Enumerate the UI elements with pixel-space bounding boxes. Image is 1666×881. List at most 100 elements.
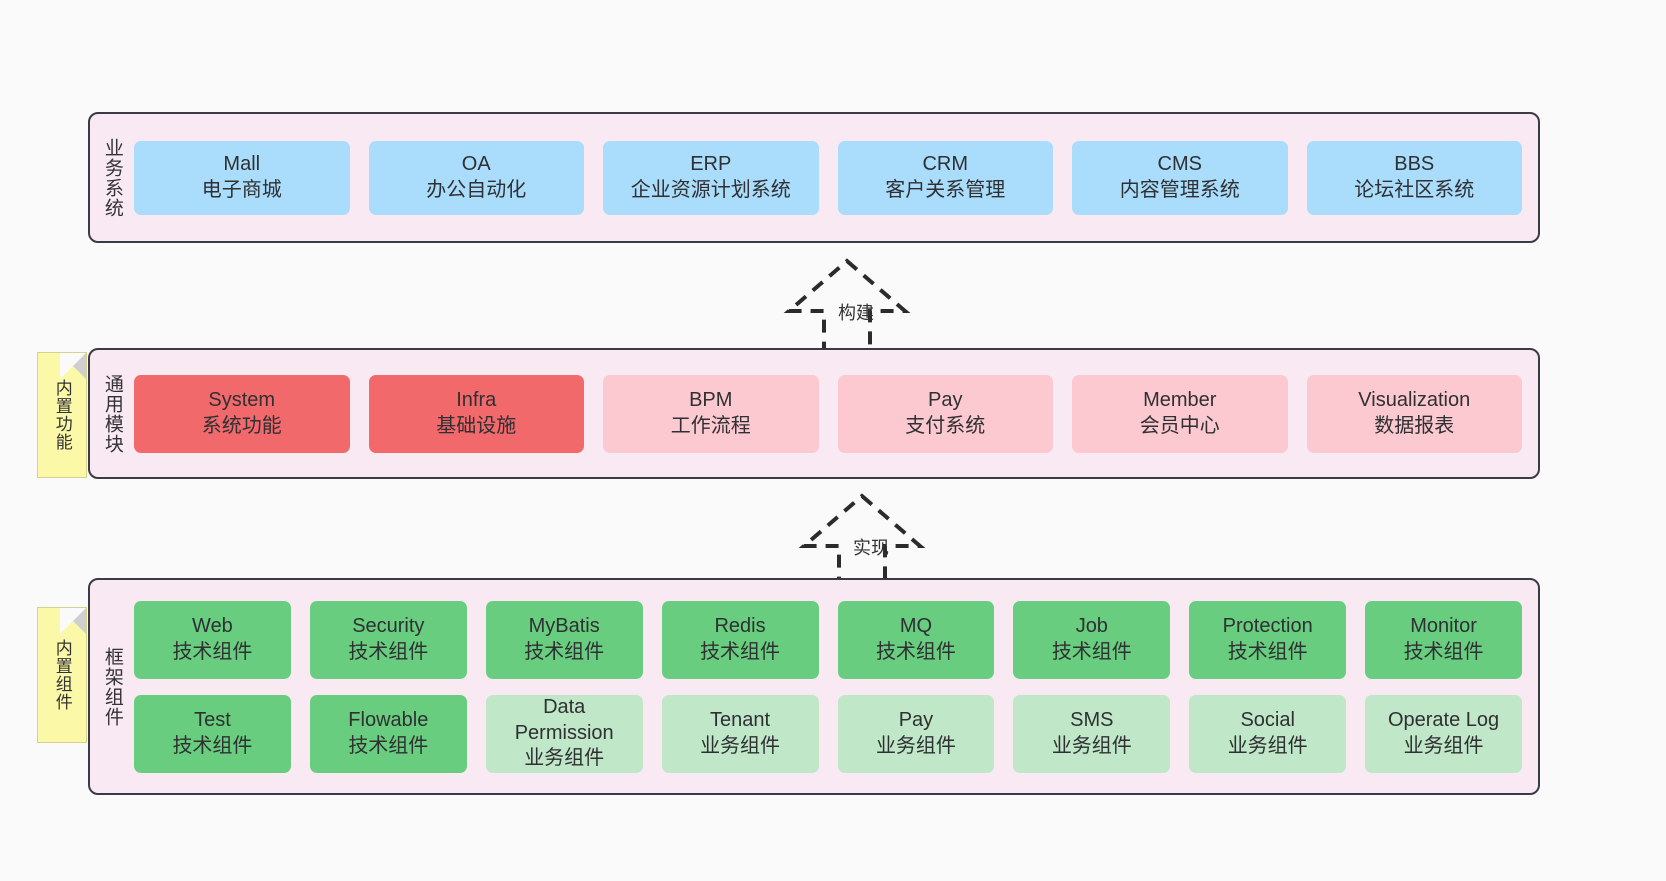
- card-row: Web 技术组件 Security 技术组件 MyBatis 技术组件 Redi…: [134, 600, 1522, 679]
- card-row: System 系统功能 Infra 基础设施 BPM 工作流程 Pay 支付系统…: [134, 374, 1522, 453]
- card-title-en: ERP: [690, 152, 732, 175]
- card-title-cn: 业务组件: [1051, 734, 1132, 757]
- layer-body-framework-components: Web 技术组件 Security 技术组件 MyBatis 技术组件 Redi…: [134, 580, 1538, 793]
- layer-body-common-modules: System 系统功能 Infra 基础设施 BPM 工作流程 Pay 支付系统…: [134, 350, 1538, 477]
- card-title-en: OA: [461, 152, 491, 175]
- card-title-en: Tenant: [710, 708, 771, 731]
- card-title-en: Member: [1143, 388, 1217, 411]
- card-title-en: Security: [352, 614, 425, 637]
- card-title-en: MQ: [899, 614, 933, 637]
- card-title-en: Flowable: [348, 708, 429, 731]
- card-member[interactable]: Member 会员中心: [1072, 374, 1288, 453]
- card-title-en: Job: [1075, 614, 1108, 637]
- layer-title-common-modules: 通用模块: [101, 373, 123, 454]
- folded-corner-cut-icon: [60, 353, 86, 379]
- card-title-cn: 办公自动化: [426, 178, 527, 201]
- layer-body-business-system: Mall 电子商城 OA 办公自动化 ERP 企业资源计划系统 CRM 客户关系…: [134, 114, 1538, 241]
- layer-common-modules: 通用模块 System 系统功能 Infra 基础设施 BPM 工作流程 Pay…: [88, 348, 1540, 479]
- card-title-cn: 企业资源计划系统: [630, 178, 791, 201]
- card-title-cn: 技术组件: [172, 640, 253, 663]
- sticky-note-builtin-component[interactable]: 内置组件: [37, 607, 87, 743]
- layer-framework-components: 框架组件 Web 技术组件 Security 技术组件 MyBatis 技术组件…: [88, 578, 1540, 795]
- card-title-en: Operate Log: [1387, 708, 1500, 731]
- card-title-en: CMS: [1157, 152, 1202, 175]
- card-monitor[interactable]: Monitor 技术组件: [1365, 600, 1522, 679]
- card-title-cn: 基础设施: [436, 414, 517, 437]
- sticky-note-builtin-feature[interactable]: 内置功能: [37, 352, 87, 478]
- card-infra[interactable]: Infra 基础设施: [368, 374, 584, 453]
- card-title-cn: 技术组件: [1227, 640, 1308, 663]
- card-title-en: CRM: [922, 152, 969, 175]
- card-title-cn: 电子商城: [201, 178, 282, 201]
- card-title-cn: 技术组件: [524, 640, 605, 663]
- card-title-en: MyBatis: [528, 614, 600, 637]
- card-title-cn: 业务组件: [1403, 734, 1484, 757]
- card-title-en: Web: [192, 614, 233, 637]
- card-pay-module[interactable]: Pay 支付系统: [837, 374, 1053, 453]
- layer-business-system: 业务系统 Mall 电子商城 OA 办公自动化 ERP 企业资源计划系统 CRM…: [88, 112, 1540, 243]
- card-title-cn: 论坛社区系统: [1354, 178, 1475, 201]
- card-erp[interactable]: ERP 企业资源计划系统: [603, 140, 819, 215]
- sticky-note-label: 内置组件: [52, 639, 72, 711]
- card-title-cn: 工作流程: [670, 414, 751, 437]
- card-row: Test 技术组件 Flowable 技术组件 Data Permission …: [134, 694, 1522, 773]
- card-web[interactable]: Web 技术组件: [134, 600, 291, 679]
- card-title-cn: 技术组件: [700, 640, 781, 663]
- card-title-cn: 支付系统: [905, 414, 986, 437]
- card-title-en: Pay: [898, 708, 934, 731]
- card-crm[interactable]: CRM 客户关系管理: [837, 140, 1053, 215]
- card-title-en: Visualization: [1358, 388, 1471, 411]
- card-redis[interactable]: Redis 技术组件: [661, 600, 819, 679]
- card-bbs[interactable]: BBS 论坛社区系统: [1306, 140, 1522, 215]
- card-title-cn: 内容管理系统: [1119, 178, 1240, 201]
- card-sms[interactable]: SMS 业务组件: [1013, 694, 1171, 773]
- card-title-en: Social: [1240, 708, 1295, 731]
- card-title-cn: 客户关系管理: [885, 178, 1006, 201]
- card-security[interactable]: Security 技术组件: [309, 600, 467, 679]
- layer-title-framework-components: 框架组件: [101, 646, 123, 727]
- card-title-cn: 业务组件: [1227, 734, 1308, 757]
- card-social[interactable]: Social 业务组件: [1189, 694, 1347, 773]
- card-title-cn: 业务组件: [875, 734, 956, 757]
- arrow-build: 构建: [757, 255, 937, 355]
- card-title-en: System: [208, 388, 276, 411]
- card-title-cn: 业务组件: [524, 747, 605, 770]
- layer-title-business-system: 业务系统: [101, 137, 123, 218]
- card-row: Mall 电子商城 OA 办公自动化 ERP 企业资源计划系统 CRM 客户关系…: [134, 140, 1522, 215]
- card-job[interactable]: Job 技术组件: [1013, 600, 1171, 679]
- card-tenant[interactable]: Tenant 业务组件: [661, 694, 819, 773]
- card-oa[interactable]: OA 办公自动化: [368, 140, 584, 215]
- card-title-en: BBS: [1394, 152, 1435, 175]
- card-title-cn: 业务组件: [700, 734, 781, 757]
- card-flowable[interactable]: Flowable 技术组件: [309, 694, 467, 773]
- card-title-en: Protection: [1222, 614, 1313, 637]
- card-title-en: Mall: [223, 152, 261, 175]
- card-title-cn: 技术组件: [348, 734, 429, 757]
- card-operate-log[interactable]: Operate Log 业务组件: [1365, 694, 1522, 773]
- card-title-cn: 会员中心: [1139, 414, 1220, 437]
- card-cms[interactable]: CMS 内容管理系统: [1072, 140, 1288, 215]
- card-pay-component[interactable]: Pay 业务组件: [837, 694, 995, 773]
- card-title-cn: 数据报表: [1374, 414, 1455, 437]
- card-title-en: Monitor: [1410, 614, 1477, 637]
- card-title-cn: 技术组件: [348, 640, 429, 663]
- card-title-en: BPM: [689, 388, 733, 411]
- card-title-en: Data Permission: [514, 696, 614, 744]
- card-bpm[interactable]: BPM 工作流程: [603, 374, 819, 453]
- card-visualization[interactable]: Visualization 数据报表: [1306, 374, 1522, 453]
- card-system[interactable]: System 系统功能: [134, 374, 350, 453]
- card-title-cn: 技术组件: [875, 640, 956, 663]
- card-title-cn: 技术组件: [1403, 640, 1484, 663]
- card-title-en: Infra: [456, 388, 497, 411]
- card-data-permission[interactable]: Data Permission 业务组件: [485, 694, 643, 773]
- card-mybatis[interactable]: MyBatis 技术组件: [485, 600, 643, 679]
- sticky-note-label: 内置功能: [52, 379, 72, 451]
- card-mall[interactable]: Mall 电子商城: [134, 140, 350, 215]
- card-title-en: Pay: [928, 388, 963, 411]
- arrow-implement: 实现: [772, 490, 952, 590]
- card-protection[interactable]: Protection 技术组件: [1189, 600, 1347, 679]
- card-mq[interactable]: MQ 技术组件: [837, 600, 995, 679]
- card-test[interactable]: Test 技术组件: [134, 694, 291, 773]
- card-title-en: Redis: [714, 614, 766, 637]
